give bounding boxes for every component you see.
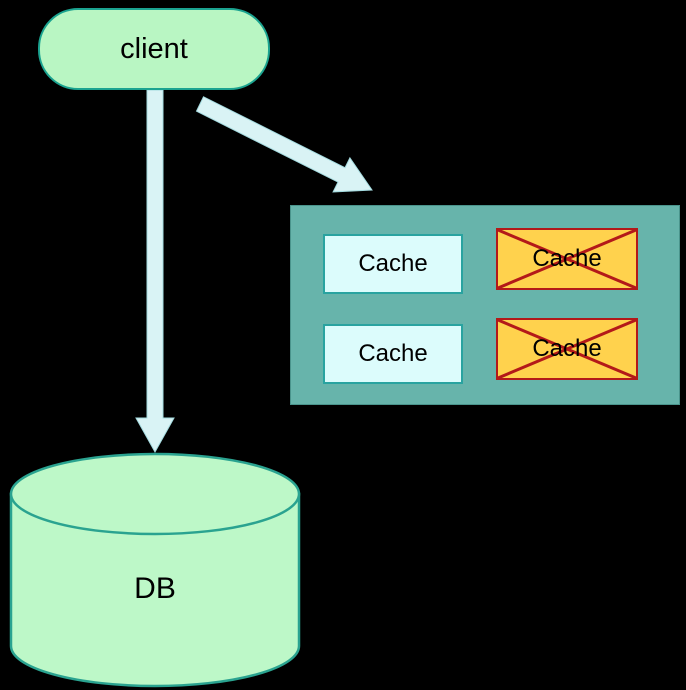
client-node: client — [38, 8, 270, 90]
cache-node-label: Cache — [358, 250, 428, 277]
cache-node-label: Cache — [532, 245, 602, 272]
x-mark-icon — [498, 320, 636, 378]
cache-node-alive: Cache — [323, 234, 463, 294]
client-to-cache-arrow — [195, 96, 373, 193]
cache-node-dead: Cache — [496, 228, 638, 290]
client-to-db-arrow — [135, 89, 175, 454]
cache-cluster: Cache Cache Cache Cache — [290, 205, 680, 405]
db-label: DB — [134, 572, 176, 605]
cache-node-label: Cache — [532, 335, 602, 362]
cache-node-dead: Cache — [496, 318, 638, 380]
client-label: client — [120, 32, 188, 65]
cache-node-alive: Cache — [323, 324, 463, 384]
cache-node-label: Cache — [358, 340, 428, 367]
x-mark-icon — [498, 230, 636, 288]
db-cylinder-shape — [9, 452, 301, 688]
